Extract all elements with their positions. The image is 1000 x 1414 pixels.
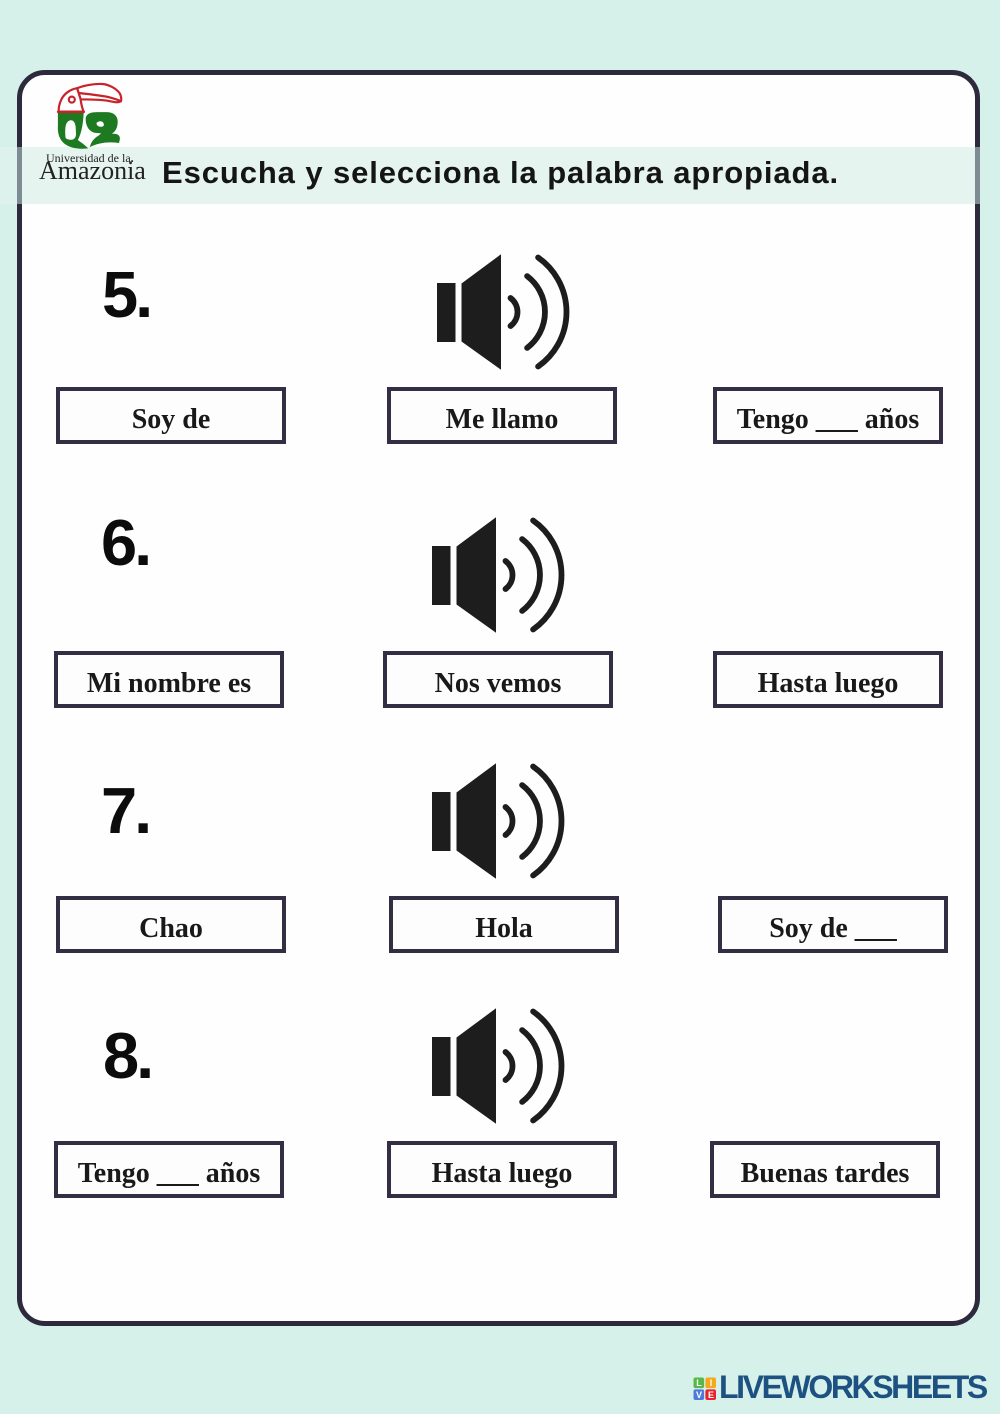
svg-text:L: L (696, 1378, 702, 1388)
svg-text:I: I (710, 1378, 713, 1388)
svg-text:E: E (708, 1390, 714, 1400)
svg-text:V: V (696, 1390, 702, 1400)
